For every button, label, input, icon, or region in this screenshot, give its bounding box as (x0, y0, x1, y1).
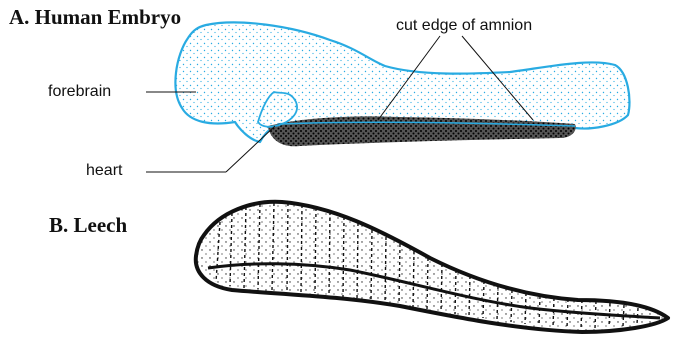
heart-label: heart (86, 162, 122, 180)
panel-a-title: A. Human Embryo (9, 5, 181, 30)
panel-b-title: B. Leech (49, 213, 127, 238)
forebrain-label: forebrain (48, 83, 111, 101)
leech-drawing (196, 202, 668, 332)
leech-body (196, 202, 668, 332)
cut-edge-of-amnion-label: cut edge of amnion (396, 17, 532, 35)
human-embryo-drawing (175, 22, 629, 146)
